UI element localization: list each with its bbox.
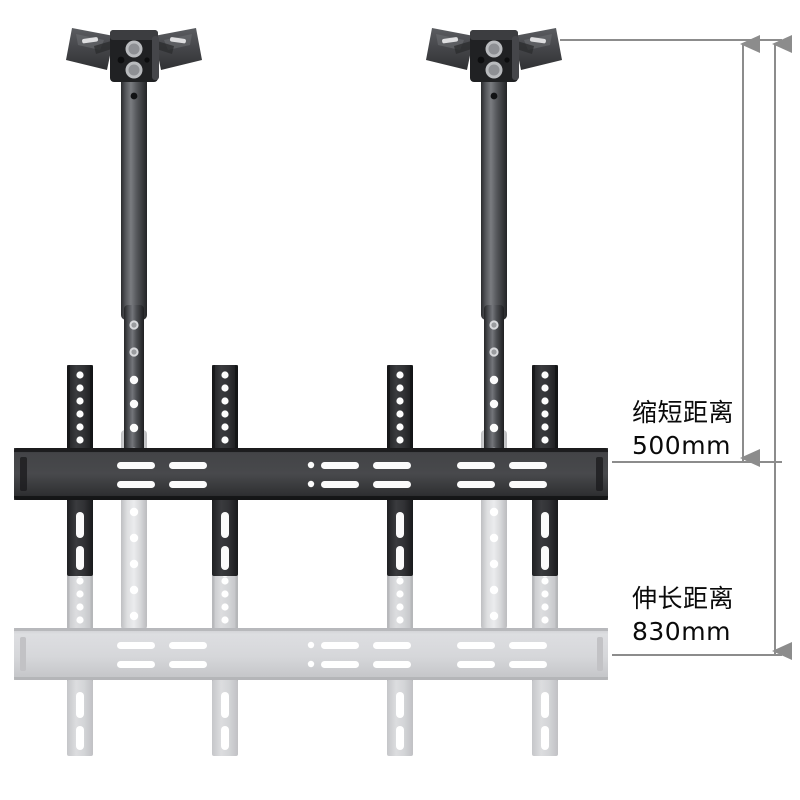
dimension-label-extended-text: 伸长距离 xyxy=(632,584,735,613)
horizontal-mounting-rail xyxy=(14,448,608,500)
ceiling-mount-plate-left xyxy=(66,28,202,82)
dimension-lines xyxy=(560,35,792,660)
dimension-label-shortened-value: 500mm xyxy=(632,431,731,460)
ghost-strip-tail-2 xyxy=(212,680,238,756)
extended-position-ghost xyxy=(14,430,608,757)
vertical-strip-tail-2 xyxy=(212,500,238,576)
vertical-strip-tail-1 xyxy=(67,500,93,576)
vertical-strip-tail-3 xyxy=(387,500,413,576)
telescoping-pole-left xyxy=(121,60,147,470)
telescoping-pole-right xyxy=(481,60,507,470)
ghost-strip-tail-3 xyxy=(387,680,413,756)
dimension-label-extended-value: 830mm xyxy=(632,617,731,646)
ceiling-mount-plate-right xyxy=(426,28,562,82)
ghost-rail xyxy=(14,628,608,680)
ghost-strip-tail-4 xyxy=(532,680,558,756)
ghost-strip-tail-1 xyxy=(67,680,93,756)
dimension-label-shortened-text: 缩短距离 xyxy=(632,398,735,427)
dimension-label-shortened: 缩短距离 500mm xyxy=(632,396,734,462)
dimension-label-extended: 伸长距离 830mm xyxy=(632,582,734,648)
vertical-strip-tail-4 xyxy=(532,500,558,576)
